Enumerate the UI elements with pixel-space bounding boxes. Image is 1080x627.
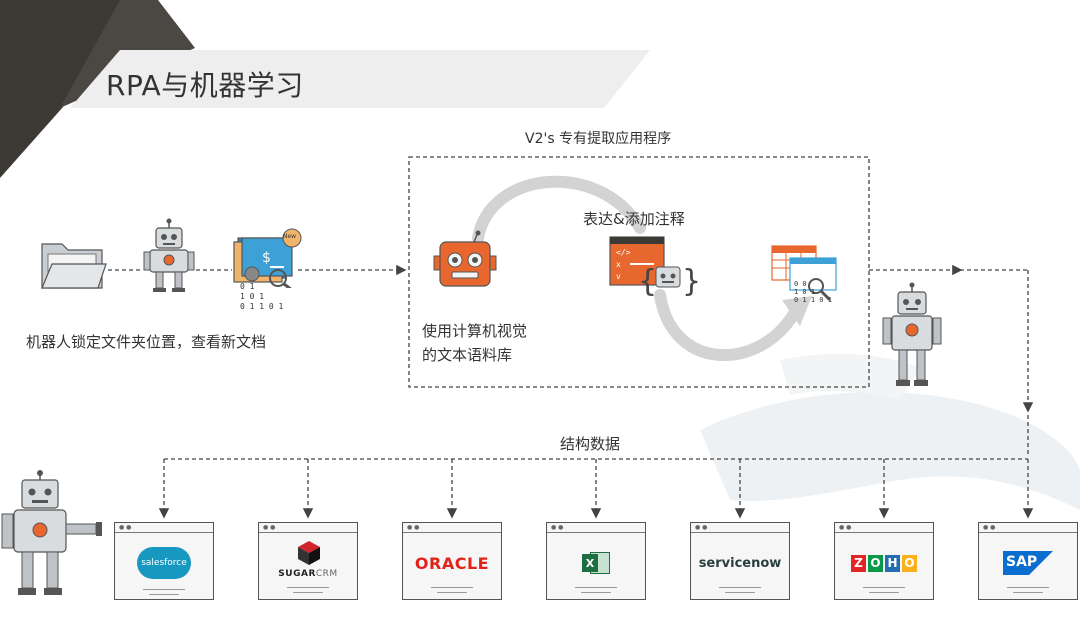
app-window-zoho: ● ● Z O H O bbox=[834, 522, 934, 600]
zoho-logo: Z O H O bbox=[835, 543, 933, 583]
window-title-bar: ● ● bbox=[547, 523, 645, 533]
cv-label-line2: 的文本语料库 bbox=[422, 346, 513, 364]
cv-label-line1: 使用计算机视觉 bbox=[422, 322, 528, 340]
app-window-salesforce: ● ● salesforce bbox=[114, 522, 214, 600]
robot-icon bbox=[882, 282, 942, 386]
app-window-excel: ● ● X bbox=[546, 522, 646, 600]
code-annotation-icon: </> x v { } bbox=[609, 236, 700, 297]
svg-text:v: v bbox=[616, 272, 621, 281]
oracle-logo: ORACLE bbox=[414, 553, 490, 573]
window-title-bar: ● ● bbox=[115, 523, 213, 533]
window-title-bar: ● ● bbox=[403, 523, 501, 533]
svg-text:}: } bbox=[682, 264, 700, 297]
svg-text:</>: </> bbox=[616, 248, 631, 257]
window-title-bar: ● ● bbox=[259, 523, 357, 533]
app-window-sugarcrm: ● ● SUGARCRM bbox=[258, 522, 358, 600]
extraction-box-title: V2's 专有提取应用程序 bbox=[525, 131, 672, 147]
excel-logo-icon: X bbox=[582, 550, 610, 576]
svg-text:{: { bbox=[638, 264, 657, 297]
window-title-bar: ● ● bbox=[691, 523, 789, 533]
app-window-sap: ● ● SAP bbox=[978, 522, 1078, 600]
robot-icon bbox=[143, 218, 195, 292]
sap-logo: SAP bbox=[1003, 551, 1053, 575]
sugarcrm-cube-icon bbox=[297, 540, 321, 570]
document-gears-icon: $ New 0 1 1 0 1 0 1 1 0 1 bbox=[232, 228, 304, 314]
window-title-bar: ● ● bbox=[979, 523, 1077, 533]
app-window-oracle: ● ● ORACLE bbox=[402, 522, 502, 600]
extraction-box bbox=[408, 156, 870, 388]
servicenow-logo: servicenow bbox=[698, 555, 782, 571]
locate-label: 机器人锁定文件夹位置，查看新文档 bbox=[26, 333, 267, 351]
svg-text:$: $ bbox=[262, 250, 271, 266]
sugarcrm-logo: SUGARCRM bbox=[278, 569, 338, 579]
annotate-label: 表达&添加注释 bbox=[583, 210, 685, 228]
cv-corpus-label: 使用计算机视觉 的文本语料库 bbox=[422, 319, 527, 367]
folder-icon bbox=[41, 243, 107, 289]
app-window-servicenow: ● ● servicenow bbox=[690, 522, 790, 600]
page-title: RPA与机器学习 bbox=[106, 69, 304, 102]
vision-robot-icon bbox=[433, 230, 497, 287]
svg-text:x: x bbox=[616, 260, 621, 269]
table-search-icon: 0 0 1 0 1 0 1 1 0 1 bbox=[768, 242, 844, 308]
structured-data-label: 结构数据 bbox=[560, 435, 621, 453]
binary-digits: 0 1 1 0 1 0 1 1 0 1 bbox=[240, 282, 284, 311]
salesforce-logo: salesforce bbox=[137, 547, 191, 579]
pointing-robot-icon bbox=[1, 470, 102, 595]
table-bits: 0 0 1 0 1 0 1 1 0 1 bbox=[794, 280, 832, 304]
new-badge: New bbox=[283, 233, 297, 240]
window-title-bar: ● ● bbox=[835, 523, 933, 533]
